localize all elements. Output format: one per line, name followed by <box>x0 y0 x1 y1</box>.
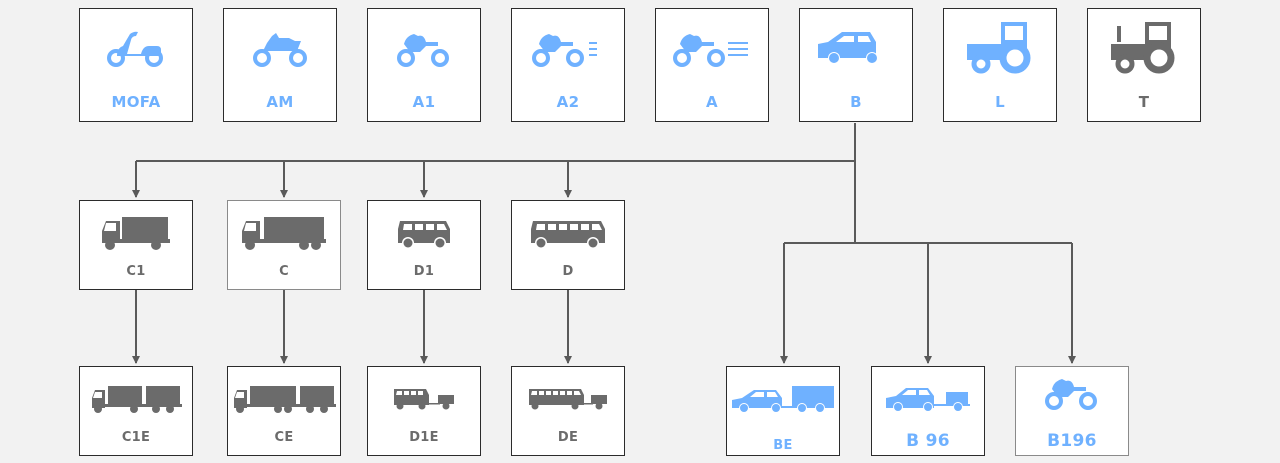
bus-icon <box>512 211 624 255</box>
category-box-d1e[interactable]: D1E <box>367 366 481 456</box>
motorcycle-icon <box>1016 371 1128 415</box>
category-label: CE <box>274 430 294 445</box>
category-label: AM <box>266 93 294 111</box>
category-box-d[interactable]: D <box>511 200 625 290</box>
category-label: DE <box>557 430 579 445</box>
category-label: A1 <box>412 93 436 111</box>
fastest-motorcycle-icon <box>656 23 768 73</box>
car-trailer-icon <box>727 377 839 421</box>
category-label: D1E <box>409 430 439 445</box>
category-box-de[interactable]: DE <box>511 366 625 456</box>
category-label: B <box>850 93 862 111</box>
category-box-c[interactable]: C <box>227 200 341 290</box>
category-box-t[interactable]: T <box>1087 8 1201 122</box>
category-label: BE <box>773 438 793 453</box>
category-box-c1[interactable]: C1 <box>79 200 193 290</box>
minibus-trailer-icon <box>368 377 480 421</box>
category-label: C <box>279 264 289 279</box>
category-label: D <box>562 264 574 279</box>
category-label: L <box>995 93 1005 111</box>
category-box-b[interactable]: B <box>799 8 913 122</box>
motorcycle-icon <box>368 23 480 73</box>
category-box-a[interactable]: A <box>655 8 769 122</box>
light-motorcycle-icon <box>224 23 336 73</box>
category-box-b196[interactable]: B196 <box>1015 366 1129 456</box>
minibus-icon <box>368 211 480 255</box>
car-small-trailer-icon <box>872 377 984 421</box>
bus-trailer-icon <box>512 377 624 421</box>
tractor-icon <box>1088 22 1200 74</box>
fast-motorcycle-icon <box>512 23 624 73</box>
moped-icon <box>80 23 192 73</box>
car-icon <box>800 23 912 73</box>
category-label: A2 <box>556 93 580 111</box>
truck-trailer-icon <box>228 377 340 421</box>
category-label: C1 <box>126 264 146 279</box>
category-box-c1e[interactable]: C1E <box>79 366 193 456</box>
truck-icon <box>228 211 340 255</box>
category-box-be[interactable]: BE <box>726 366 840 456</box>
truck-trailer-icon <box>80 377 192 421</box>
category-label: T <box>1138 93 1150 111</box>
category-box-mofa[interactable]: MOFA <box>79 8 193 122</box>
tractor-icon <box>944 22 1056 74</box>
category-box-a2[interactable]: A2 <box>511 8 625 122</box>
category-label: B 96 <box>906 431 950 451</box>
category-box-a1[interactable]: A1 <box>367 8 481 122</box>
category-label: C1E <box>121 430 151 445</box>
category-label: MOFA <box>111 93 161 111</box>
category-box-ce[interactable]: CE <box>227 366 341 456</box>
category-box-l[interactable]: L <box>943 8 1057 122</box>
category-label: D1 <box>413 264 435 279</box>
category-label: A <box>706 93 718 111</box>
category-box-d1[interactable]: D1 <box>367 200 481 290</box>
category-label: B196 <box>1047 431 1097 451</box>
category-box-am[interactable]: AM <box>223 8 337 122</box>
category-box-b96[interactable]: B 96 <box>871 366 985 456</box>
small-truck-icon <box>80 211 192 255</box>
